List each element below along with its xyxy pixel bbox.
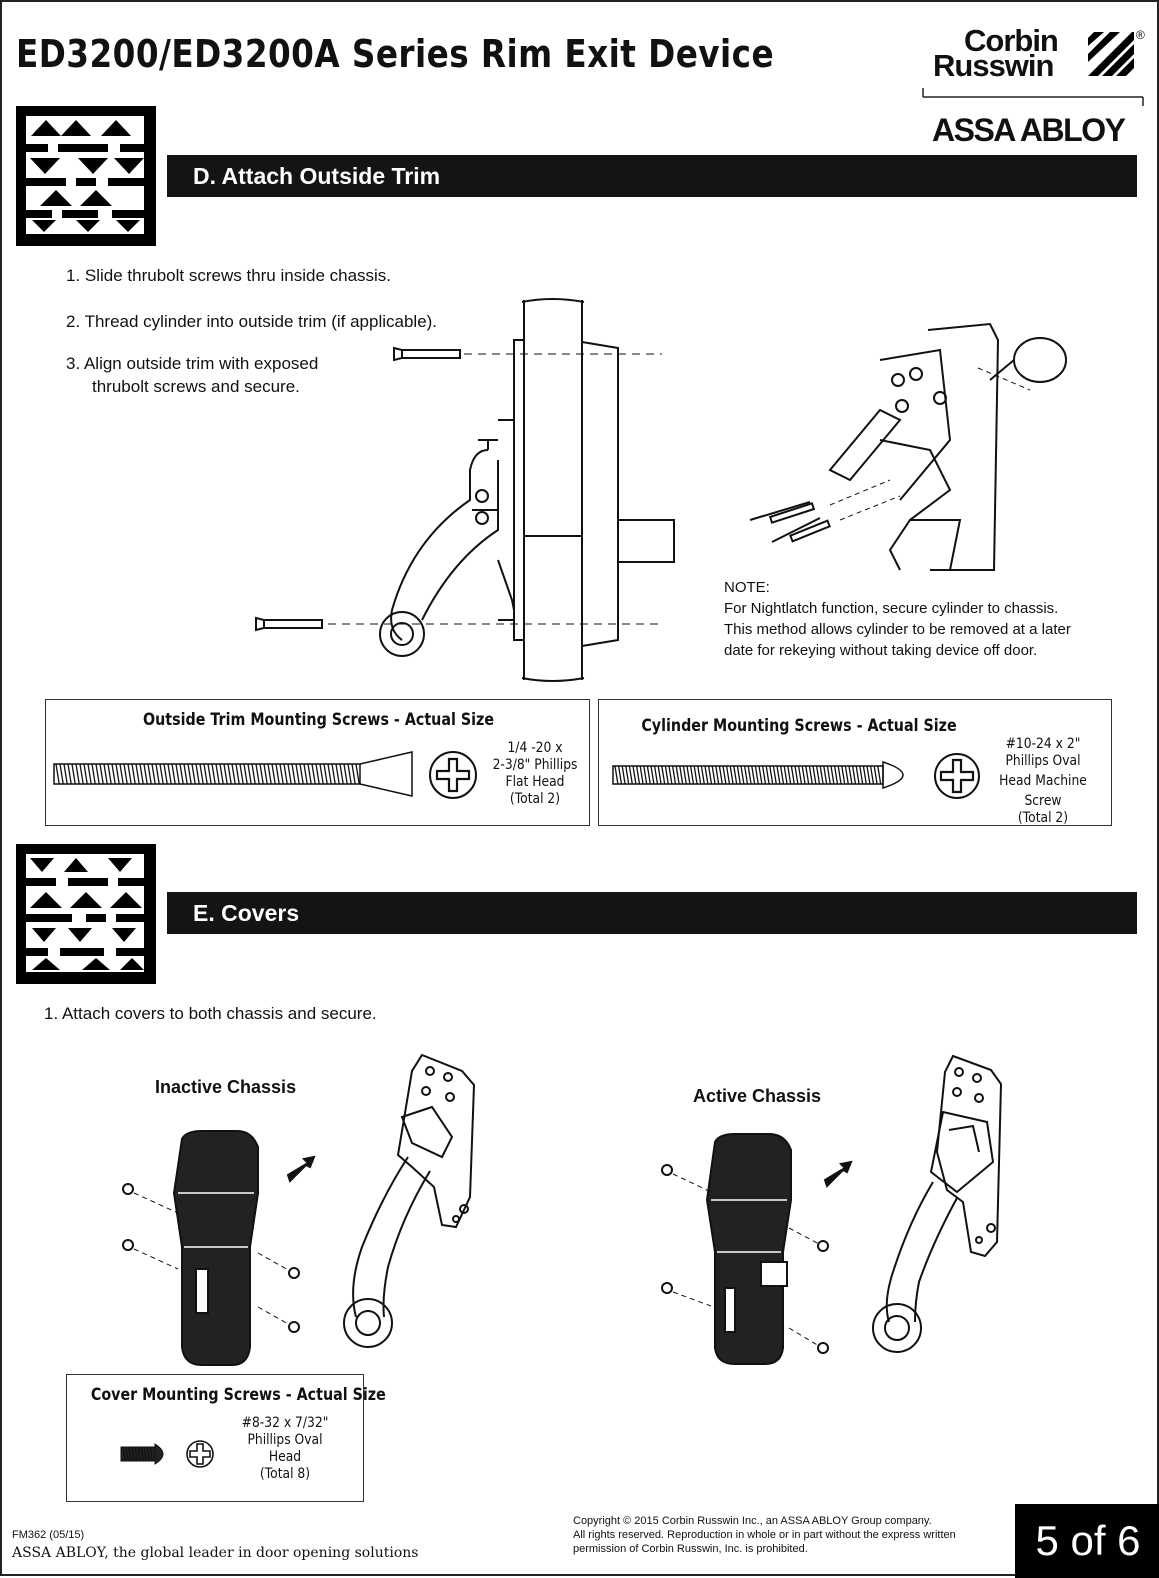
- trim-screw-image: /* pattern drawn below */: [53, 751, 413, 797]
- cover-spec-line1: #8-32 x 7/32": [241, 1415, 329, 1431]
- brand-logo-line1: Corbin: [964, 23, 1059, 58]
- cyl-spec-line5: (Total 2): [1017, 810, 1069, 826]
- outside-trim-illustration: [255, 298, 675, 682]
- inactive-chassis-illustration: [122, 1053, 476, 1366]
- phillips-cover-head-icon: [186, 1440, 214, 1468]
- form-number: FM362 (05/15): [12, 1529, 85, 1541]
- assa-abloy-logo: ASSA ABLOY: [932, 112, 1126, 148]
- trim-screws-box: Outside Trim Mounting Screws - Actual Si…: [45, 699, 590, 826]
- registered-mark: ®: [1136, 28, 1145, 42]
- phillips-oval-head-icon: [934, 753, 980, 799]
- note-line2: This method allows cylinder to be remove…: [724, 621, 1071, 638]
- cylinder-chassis-illustration: [749, 322, 1067, 571]
- brand-stripes-icon: [1088, 32, 1134, 76]
- section-pattern-icon: [16, 844, 156, 984]
- section-e-header: E. Covers: [167, 892, 1137, 934]
- phillips-flat-head-icon: [429, 751, 477, 799]
- cyl-spec-line4: Screw: [1024, 793, 1062, 809]
- active-chassis-illustration: [661, 1054, 1003, 1365]
- cyl-spec-line2: Phillips Oval: [1005, 753, 1081, 769]
- trim-spec-line3: Flat Head: [505, 774, 565, 790]
- section-pattern-icon: [16, 106, 156, 246]
- cyl-spec-line1: #10-24 x 2": [1005, 736, 1081, 752]
- active-chassis-label: Active Chassis: [693, 1086, 822, 1106]
- trim-screws-title: Outside Trim Mounting Screws - Actual Si…: [142, 710, 495, 730]
- copyright-notice: Copyright © 2015 Corbin Russwin Inc., an…: [573, 1514, 956, 1556]
- cover-screws-title: Cover Mounting Screws - Actual Size: [90, 1385, 386, 1405]
- footer-tagline: ASSA ABLOY, the global leader in door op…: [12, 1545, 419, 1561]
- section-d-header: D. Attach Outside Trim: [167, 155, 1137, 197]
- brand-logo-line2: Russwin: [933, 48, 1054, 83]
- cylinder-screws-title: Cylinder Mounting Screws - Actual Size: [641, 716, 957, 736]
- step-e1: 1. Attach covers to both chassis and sec…: [44, 1004, 377, 1023]
- trim-spec-line2: 2-3/8" Phillips: [492, 757, 578, 773]
- cover-screws-box: Cover Mounting Screws - Actual Size #8-3…: [66, 1374, 386, 1502]
- step-d1: 1. Slide thrubolt screws thru inside cha…: [66, 266, 392, 285]
- copyright-line1: Copyright © 2015 Corbin Russwin Inc., an…: [573, 1515, 932, 1527]
- step-d3: 3. Align outside trim with exposed: [66, 354, 319, 373]
- cover-spec-line3: Head: [268, 1449, 302, 1465]
- cover-spec-line2: Phillips Oval: [247, 1432, 323, 1448]
- inactive-chassis-label: Inactive Chassis: [155, 1077, 297, 1097]
- cover-spec-line4: (Total 8): [259, 1466, 311, 1482]
- step-d3-cont: thrubolt screws and secure.: [92, 377, 300, 396]
- page-number: 5 of 6: [1015, 1504, 1159, 1578]
- page-title: ED3200/ED3200A Series Rim Exit Device: [16, 32, 775, 76]
- copyright-line2: All rights reserved. Reproduction in who…: [573, 1529, 956, 1541]
- cylinder-screw-spec: #10-24 x 2" Phillips Oval Head Machine S…: [997, 736, 1089, 827]
- step-d2: 2. Thread cylinder into outside trim (if…: [66, 312, 438, 331]
- note-line1: For Nightlatch function, secure cylinder…: [724, 600, 1059, 617]
- cover-screw-spec: #8-32 x 7/32" Phillips Oval Head (Total …: [234, 1415, 336, 1483]
- note-label: NOTE:: [724, 579, 770, 596]
- cylinder-screw-image: [612, 760, 904, 790]
- trim-screw-spec: 1/4 -20 x 2-3/8" Phillips Flat Head (Tot…: [488, 740, 581, 808]
- cyl-spec-line3: Head Machine: [999, 773, 1087, 789]
- cover-screw-image: [120, 1443, 164, 1465]
- copyright-line3: permission of Corbin Russwin, Inc. is pr…: [573, 1543, 808, 1555]
- note-line3: date for rekeying without taking device …: [724, 642, 1038, 659]
- brand-divider: [922, 88, 1144, 106]
- trim-spec-line1: 1/4 -20 x: [507, 740, 563, 756]
- trim-spec-line4: (Total 2): [509, 791, 561, 807]
- cylinder-screws-box: Cylinder Mounting Screws - Actual Size #…: [598, 699, 1112, 826]
